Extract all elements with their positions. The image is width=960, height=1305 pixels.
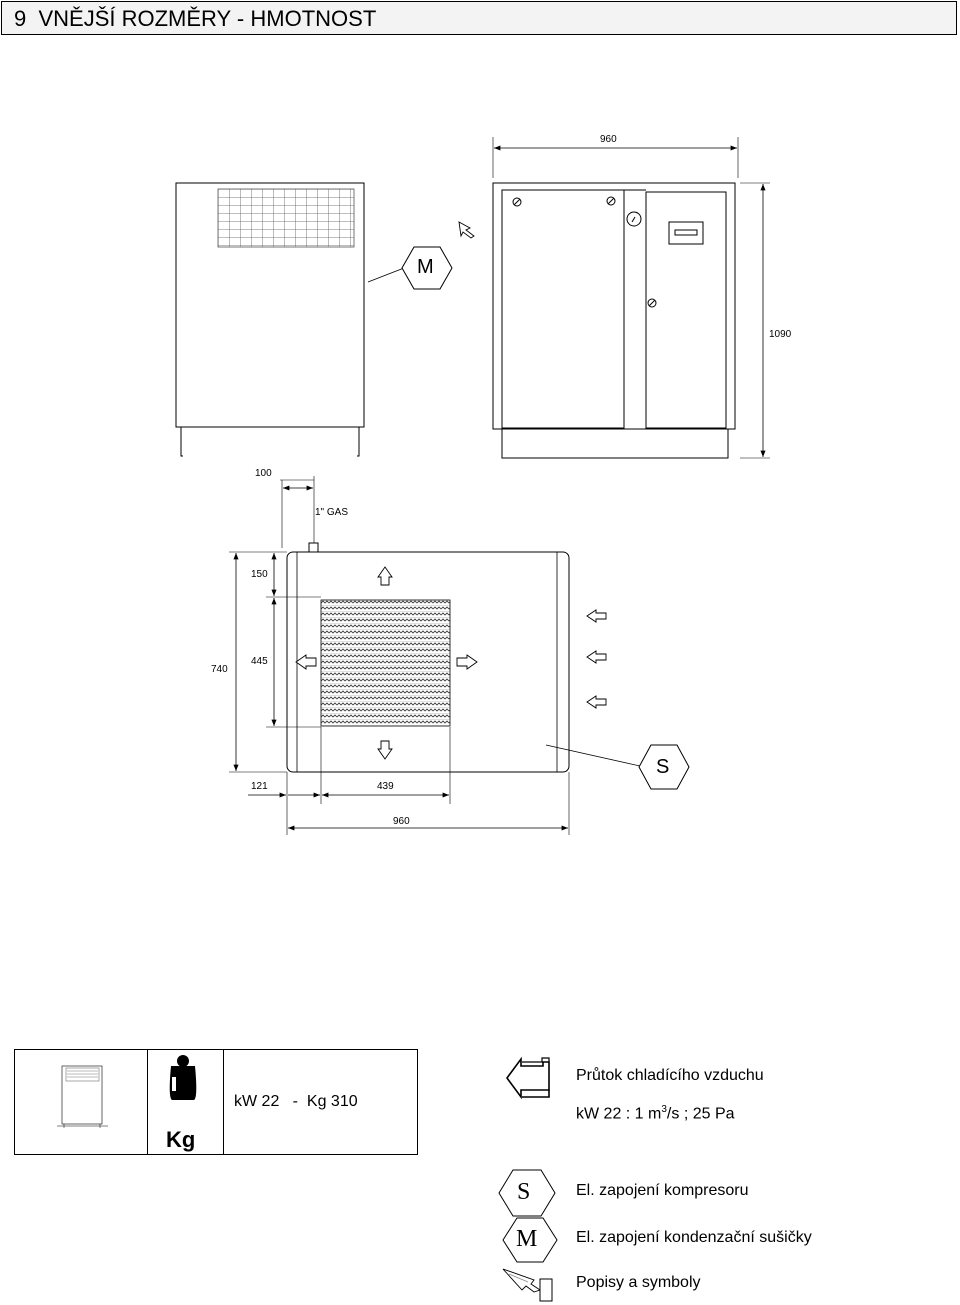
weight-value: kW 22 - Kg 310 — [234, 1093, 358, 1110]
front-dimensions — [492, 137, 770, 459]
dim-grille-height: 445 — [251, 656, 268, 667]
m-symbol-label: M — [417, 256, 434, 278]
dim-side-offset: 121 — [251, 781, 268, 792]
dim-depth-top: 150 — [251, 569, 268, 580]
weight-table — [14, 1049, 418, 1155]
s-callout — [545, 744, 690, 790]
airflow-title: Průtok chladícího vzduchu — [576, 1067, 764, 1084]
dim-grille-width: 439 — [377, 781, 394, 792]
section-header: 9 VNĚJŠÍ ROZMĚRY - HMOTNOST — [1, 1, 957, 35]
dim-front-width: 960 — [600, 134, 617, 145]
weight-table-thumbnail-cell — [15, 1050, 148, 1154]
weight-table-icon-cell — [147, 1050, 224, 1154]
section-title: 9 VNĚJŠÍ ROZMĚRY - HMOTNOST — [14, 6, 376, 32]
airflow-value: kW 22 : 1 m3/s ; 25 Pa — [576, 1104, 735, 1123]
dim-top-offset: 100 — [255, 468, 272, 479]
dim-front-height: 1090 — [769, 329, 792, 340]
legend-m-symbol-label: M — [516, 1226, 538, 1252]
section-number: 9 — [14, 6, 27, 31]
legend-pointer-icon — [502, 1268, 553, 1302]
legend-s-icon — [498, 1169, 556, 1217]
airflow-value-suffix: /s ; 25 Pa — [666, 1105, 735, 1123]
m-description: El. zapojení kondenzační sušičky — [576, 1229, 812, 1246]
s-description: El. zapojení kompresoru — [576, 1182, 749, 1199]
dim-top-width: 960 — [393, 816, 410, 827]
weight-icon — [169, 1055, 197, 1100]
unit-thumbnail — [57, 1065, 108, 1128]
airflow-value-exponent: 3 — [661, 1104, 667, 1115]
kg-unit-label: Kg — [166, 1127, 196, 1152]
section-title-text: VNĚJŠÍ ROZMĚRY - HMOTNOST — [38, 6, 377, 31]
pointer-description: Popisy a symboly — [576, 1274, 701, 1291]
dim-total-depth: 740 — [211, 664, 228, 675]
side-view — [175, 182, 365, 457]
top-view — [286, 542, 607, 773]
s-symbol-label: S — [656, 756, 670, 778]
top-dimensions — [229, 476, 570, 835]
airflow-value-prefix: kW 22 : 1 m — [576, 1105, 662, 1123]
m-callout — [367, 246, 453, 290]
legend-m-icon — [502, 1217, 558, 1263]
front-view — [458, 182, 736, 459]
legend-s-symbol-label: S — [517, 1179, 531, 1205]
dim-connection: 1" GAS — [315, 507, 349, 518]
airflow-arrow-icon — [506, 1056, 550, 1100]
